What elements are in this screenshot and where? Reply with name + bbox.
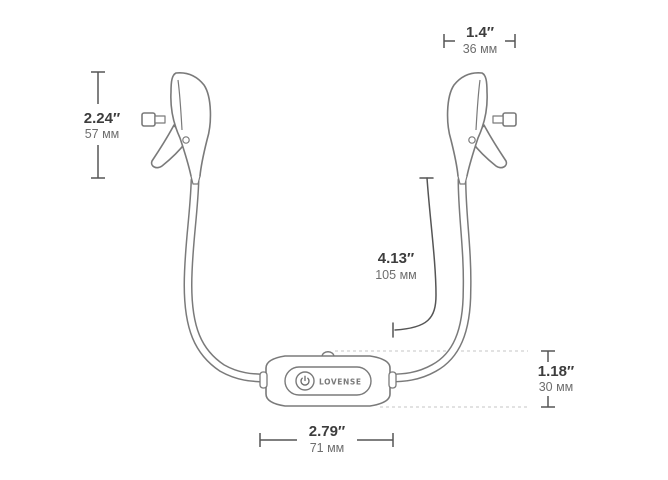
left-clamp-screw-knob [141, 112, 156, 127]
right-clamp-lever [471, 124, 508, 169]
cord-length-imperial: 4.13″ [378, 250, 414, 267]
clamp-height-imperial: 2.24″ [84, 110, 120, 127]
left-cord [183, 175, 271, 383]
left-nipple-clamp [141, 72, 212, 185]
brand-logo: LOVENSE [319, 378, 362, 387]
left-clamp-body [170, 72, 212, 181]
left-clamp-pivot [182, 136, 190, 144]
cord-length-dimension-line [392, 177, 437, 338]
right-cord [385, 175, 472, 383]
cable [183, 175, 472, 383]
clamp-width-imperial: 1.4″ [466, 24, 494, 41]
power-button[interactable] [295, 371, 315, 391]
controller-height-dimension-line [541, 350, 555, 408]
right-nipple-clamp [446, 72, 517, 185]
controller-height-guides [335, 350, 528, 408]
controller-height-metric: 30 мм [539, 380, 574, 394]
clamp-height-dimension-line [91, 71, 105, 179]
controller-width-metric: 71 мм [310, 441, 345, 455]
right-clamp-screw-knob [502, 112, 517, 127]
clamp-height-metric: 57 мм [85, 127, 120, 141]
right-clamp-body [446, 72, 488, 181]
power-icon [300, 375, 310, 386]
right-clamp-pivot [468, 136, 476, 144]
cord-length-metric: 105 мм [375, 268, 417, 282]
controller-height-imperial: 1.18″ [538, 363, 574, 380]
clamp-width-metric: 36 мм [463, 42, 498, 56]
controller-width-imperial: 2.79″ [309, 423, 345, 440]
left-clamp-lever [150, 124, 187, 169]
